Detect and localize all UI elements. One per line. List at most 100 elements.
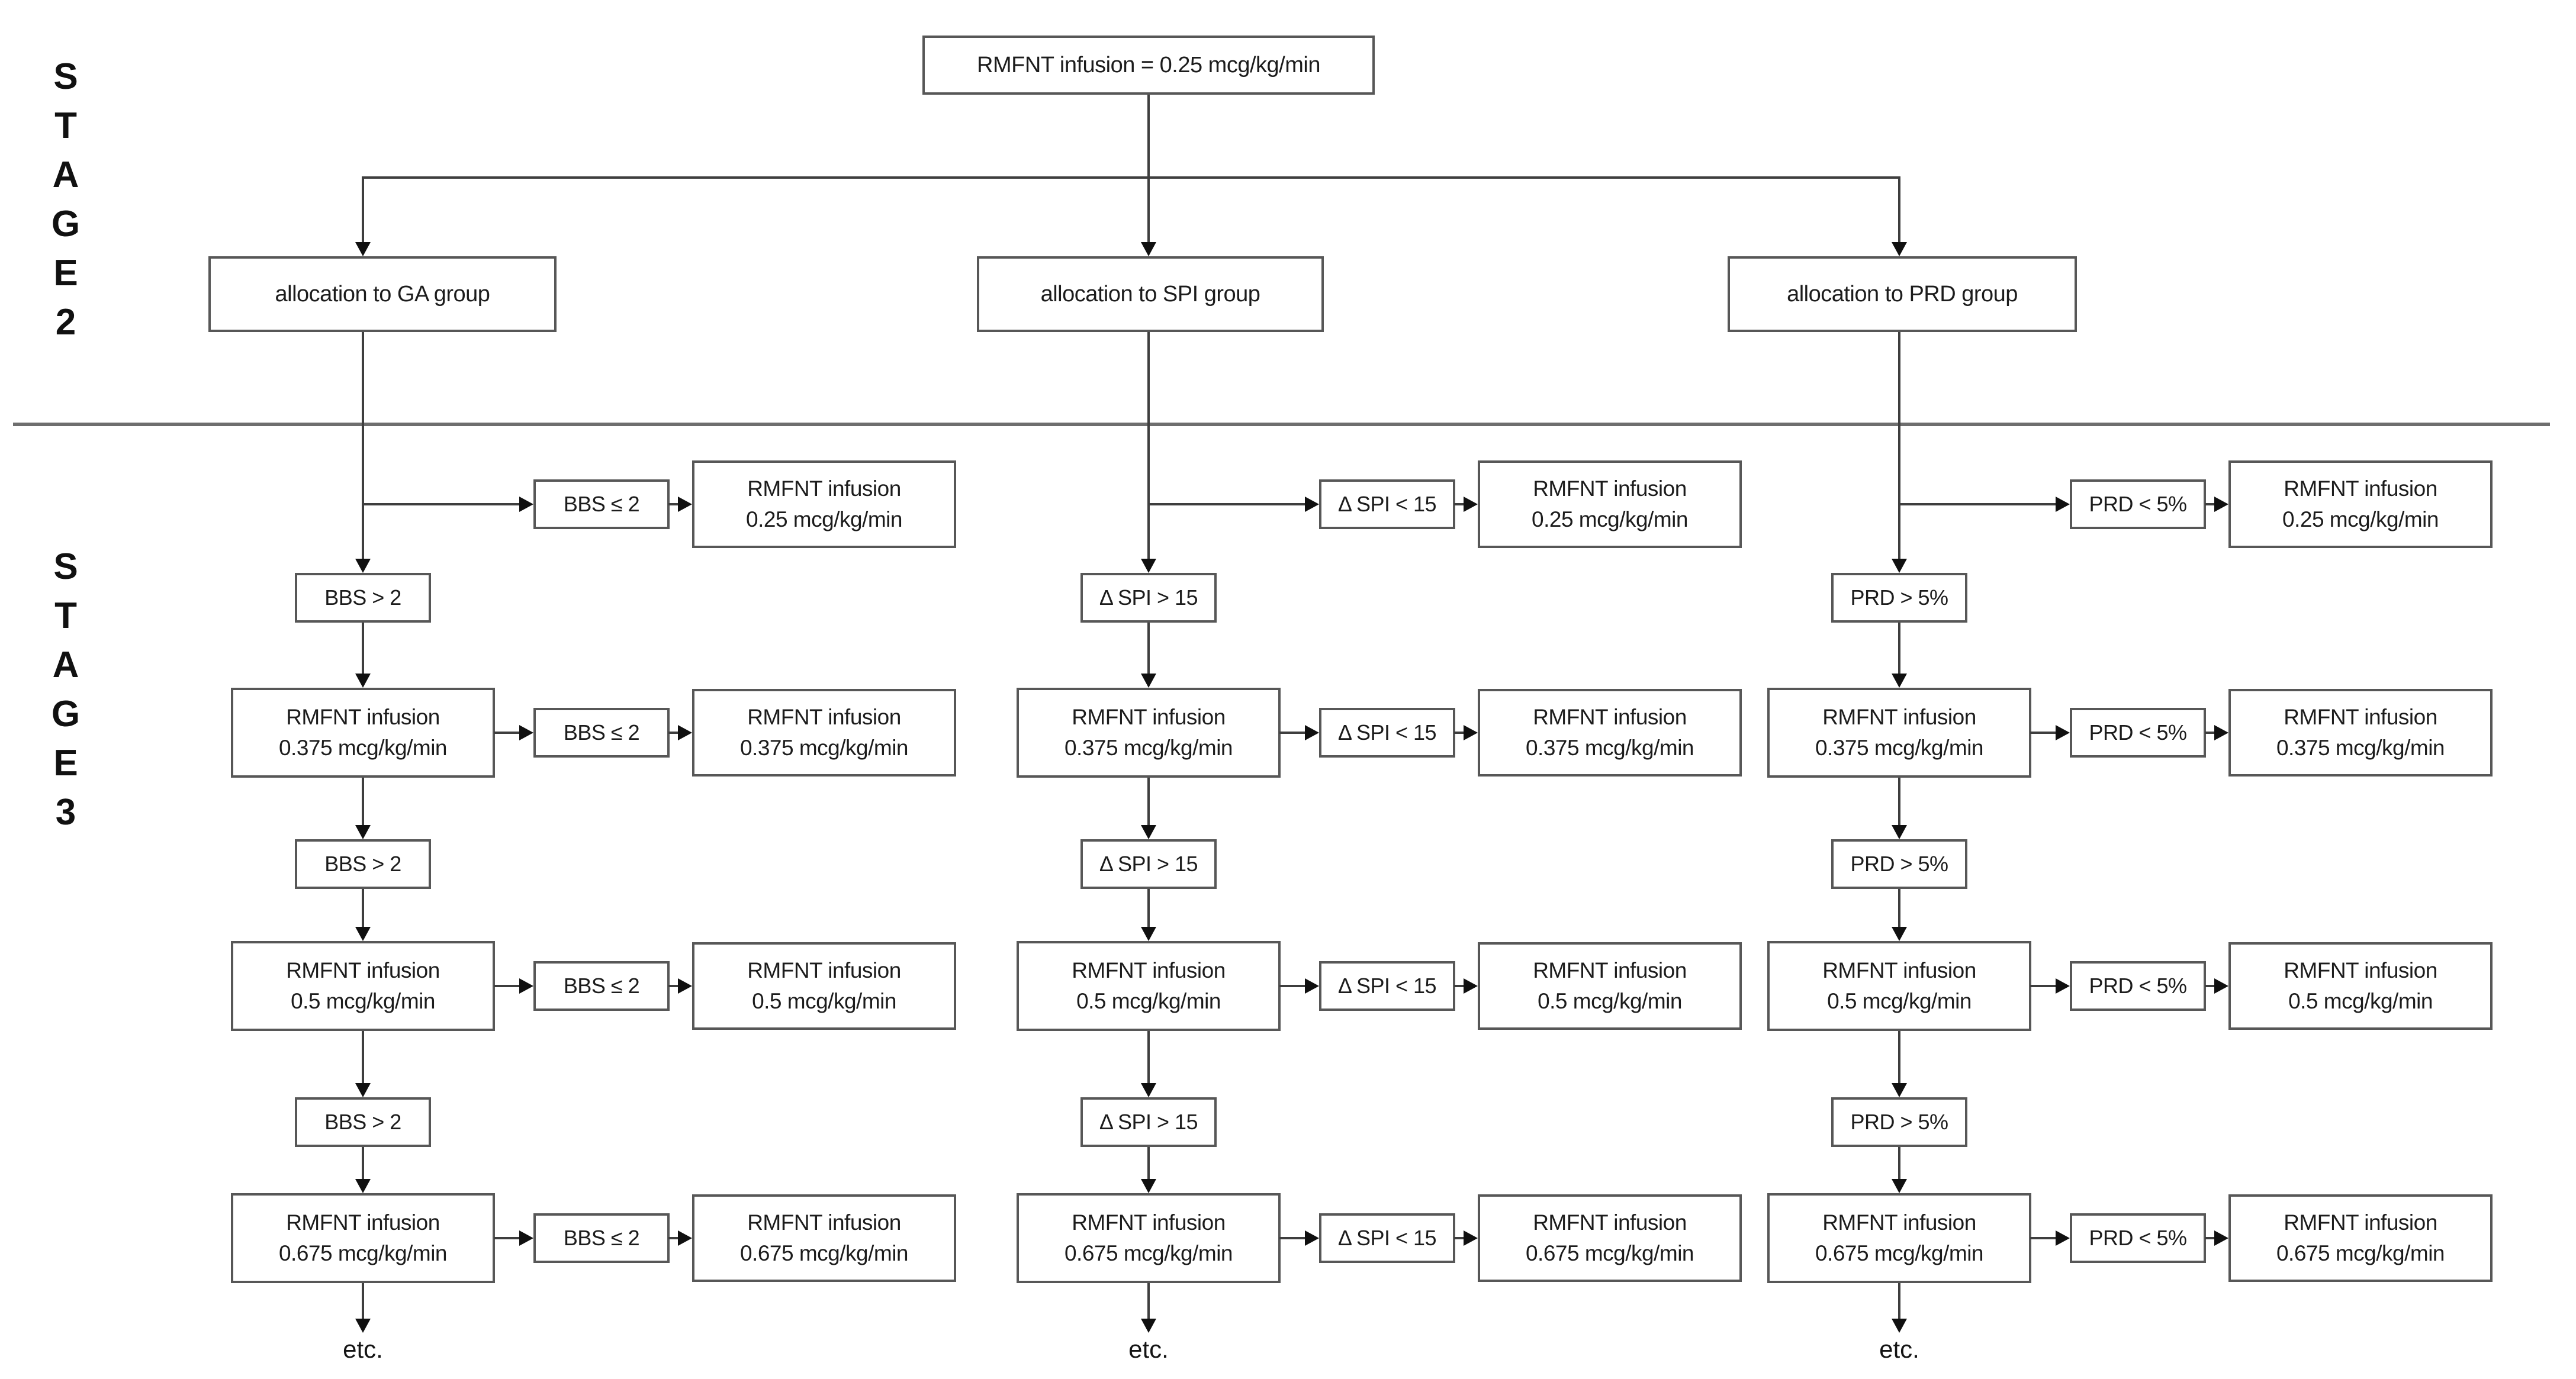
infusion-line2: 0.5 mcg/kg/min [1538,989,1682,1013]
prd-stay-condition-box-1: PRD < 5% [2070,479,2206,529]
infusion-line2: 0.5 mcg/kg/min [752,989,896,1013]
infusion-line1: RMFNT infusion [1822,958,1976,982]
infusion-line1: RMFNT infusion [1533,958,1687,982]
infusion-line2: 0.375 mcg/kg/min [1064,736,1233,760]
prd-axis-segment [1892,778,1907,839]
top-branch-hline [362,176,1900,179]
spi-escalate-text: Δ SPI > 15 [1099,1110,1198,1134]
spi-axis-segment [1141,623,1156,688]
ga-escalate-text: BBS > 2 [324,585,401,610]
prd-axis-segment [1892,332,1907,573]
ga-axis-segment [355,1031,371,1097]
prd-allocation-box: allocation to PRD group [1728,256,2077,332]
ga-result-box-1: RMFNT infusion 0.25 mcg/kg/min [692,460,956,548]
infusion-line2: 0.675 mcg/kg/min [2276,1241,2445,1265]
spi-stay-condition-text: Δ SPI < 15 [1337,1226,1437,1250]
infusion-line1: RMFNT infusion [286,958,440,982]
infusion-line2: 0.5 mcg/kg/min [2288,989,2433,1013]
stage2-letter: 2 [55,302,76,343]
ga-axis-segment [355,1283,371,1333]
prd-escalate-box-1: PRD > 5% [1831,573,1967,623]
spi-allocation-box: allocation to SPI group [977,256,1324,332]
stage2-letter: E [53,253,78,294]
spi-branch3-hline [1279,978,1319,994]
ga-etc-label: etc. [343,1335,383,1363]
prd-etc-label: etc. [1879,1335,1919,1363]
ga-main-box-2: RMFNT infusion 0.375 mcg/kg/min [231,688,495,778]
prd-stay-condition-box-2: PRD < 5% [2070,708,2206,758]
infusion-line1: RMFNT infusion [1822,1210,1976,1235]
spi-main-box-3: RMFNT infusion 0.5 mcg/kg/min [1017,941,1281,1031]
infusion-line2: 0.5 mcg/kg/min [1827,989,1972,1013]
spi-stay-condition-box-2: Δ SPI < 15 [1319,708,1455,758]
ga-escalate-text: BBS > 2 [324,1110,401,1134]
prd-stay-condition-box-3: PRD < 5% [2070,961,2206,1011]
infusion-line1: RMFNT infusion [1533,476,1687,501]
infusion-line1: RMFNT infusion [1072,705,1226,729]
ga-allocation-text: allocation to GA group [275,281,490,307]
spi-stay-condition-text: Δ SPI < 15 [1337,492,1437,516]
spi-escalate-text: Δ SPI > 15 [1099,585,1198,610]
spi-branch3-arrow [1454,978,1478,994]
ga-branch2-hline [494,725,533,740]
infusion-line2: 0.25 mcg/kg/min [746,507,902,531]
ga-axis-segment [355,889,371,941]
root-infusion-text: RMFNT infusion = 0.25 mcg/kg/min [977,52,1320,78]
infusion-line1: RMFNT infusion [2284,705,2437,729]
infusion-line2: 0.375 mcg/kg/min [739,736,909,760]
infusion-line2: 0.25 mcg/kg/min [2282,507,2439,531]
ga-branch1-arrow [668,497,692,512]
prd-branch3-arrow [2205,978,2228,994]
prd-result-box-2: RMFNT infusion 0.375 mcg/kg/min [2228,689,2493,777]
infusion-line1: RMFNT infusion [1533,705,1687,729]
prd-escalate-text: PRD > 5% [1850,585,1948,610]
infusion-line1: RMFNT infusion [747,476,901,501]
stage3-label: S T A G E 3 [44,542,88,837]
ga-main-box-3: RMFNT infusion 0.5 mcg/kg/min [231,941,495,1031]
spi-escalate-box-1: Δ SPI > 15 [1080,573,1217,623]
spi-result-box-1: RMFNT infusion 0.25 mcg/kg/min [1478,460,1742,548]
ga-branch4-hline [494,1230,533,1246]
infusion-line2: 0.25 mcg/kg/min [1532,507,1688,531]
spi-axis-segment [1141,1283,1156,1333]
prd-main-box-2: RMFNT infusion 0.375 mcg/kg/min [1767,688,2031,778]
prd-branch3-hline [2030,978,2070,994]
spi-axis-segment [1141,1031,1156,1097]
ga-stay-condition-text: BBS ≤ 2 [563,720,640,745]
spi-main-box-2: RMFNT infusion 0.375 mcg/kg/min [1017,688,1281,778]
spi-main-box-4: RMFNT infusion 0.675 mcg/kg/min [1017,1193,1281,1283]
infusion-line1: RMFNT infusion [286,705,440,729]
prd-branch2-arrow [2205,725,2228,740]
ga-stay-condition-text: BBS ≤ 2 [563,492,640,516]
stage-divider-line [13,423,2550,426]
prd-axis-segment [1892,1031,1907,1097]
spi-escalate-box-3: Δ SPI > 15 [1080,1097,1217,1147]
stage3-letter: T [54,595,77,636]
prd-branch4-arrow [2205,1230,2228,1246]
spi-branch4-hline [1279,1230,1319,1246]
ga-branch2-arrow [668,725,692,740]
ga-escalate-box-2: BBS > 2 [295,839,431,889]
prd-escalate-box-3: PRD > 5% [1831,1097,1967,1147]
spi-stay-condition-text: Δ SPI < 15 [1337,974,1437,998]
ga-branch3-hline [494,978,533,994]
ga-stay-condition-text: BBS ≤ 2 [563,974,640,998]
arrow-to-prd-allocation [1892,178,1907,256]
prd-allocation-text: allocation to PRD group [1787,281,2018,307]
spi-result-box-3: RMFNT infusion 0.5 mcg/kg/min [1478,942,1742,1030]
ga-axis-segment [355,623,371,688]
stage3-letter: E [53,743,78,784]
infusion-line2: 0.5 mcg/kg/min [291,989,435,1013]
infusion-line2: 0.375 mcg/kg/min [1815,736,1984,760]
stage2-letter: T [54,105,77,146]
ga-stay-condition-box-4: BBS ≤ 2 [533,1213,670,1263]
prd-branch1-hline [1898,497,2070,512]
prd-axis-segment [1892,623,1907,688]
spi-branch2-arrow [1454,725,1478,740]
ga-result-box-3: RMFNT infusion 0.5 mcg/kg/min [692,942,956,1030]
prd-axis-segment [1892,1147,1907,1193]
prd-result-box-1: RMFNT infusion 0.25 mcg/kg/min [2228,460,2493,548]
infusion-line2: 0.375 mcg/kg/min [2276,736,2445,760]
spi-axis-segment [1141,778,1156,839]
